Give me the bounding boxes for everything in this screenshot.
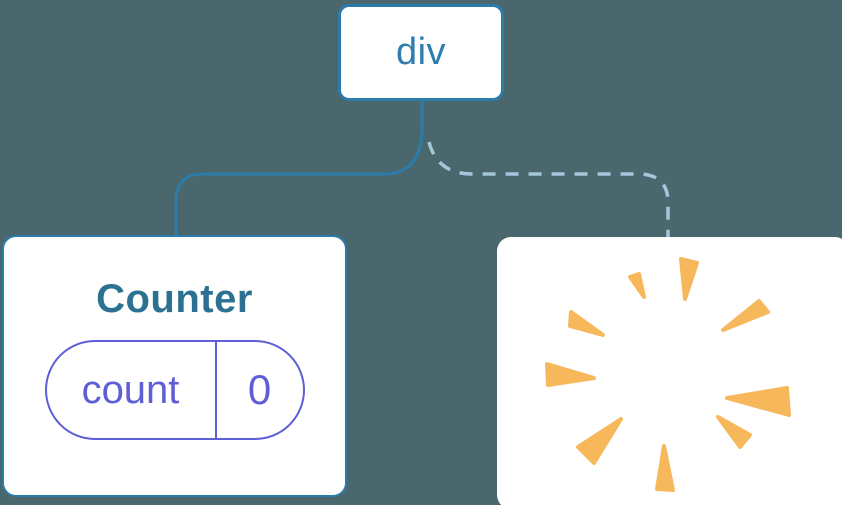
poof-burst-icon: [545, 257, 791, 492]
removed-component-card: [497, 237, 842, 505]
state-key: count: [47, 342, 217, 438]
root-node: div: [338, 4, 504, 101]
counter-title: Counter: [96, 277, 253, 321]
dashed-edge-root-to-removed: [427, 141, 670, 238]
state-value: 0: [247, 366, 272, 413]
state-pill: count 0: [44, 340, 305, 440]
root-node-label: div: [395, 31, 447, 73]
counter-component-card: Counter count 0: [2, 235, 347, 497]
solid-edge-root-to-counter: [174, 101, 424, 236]
